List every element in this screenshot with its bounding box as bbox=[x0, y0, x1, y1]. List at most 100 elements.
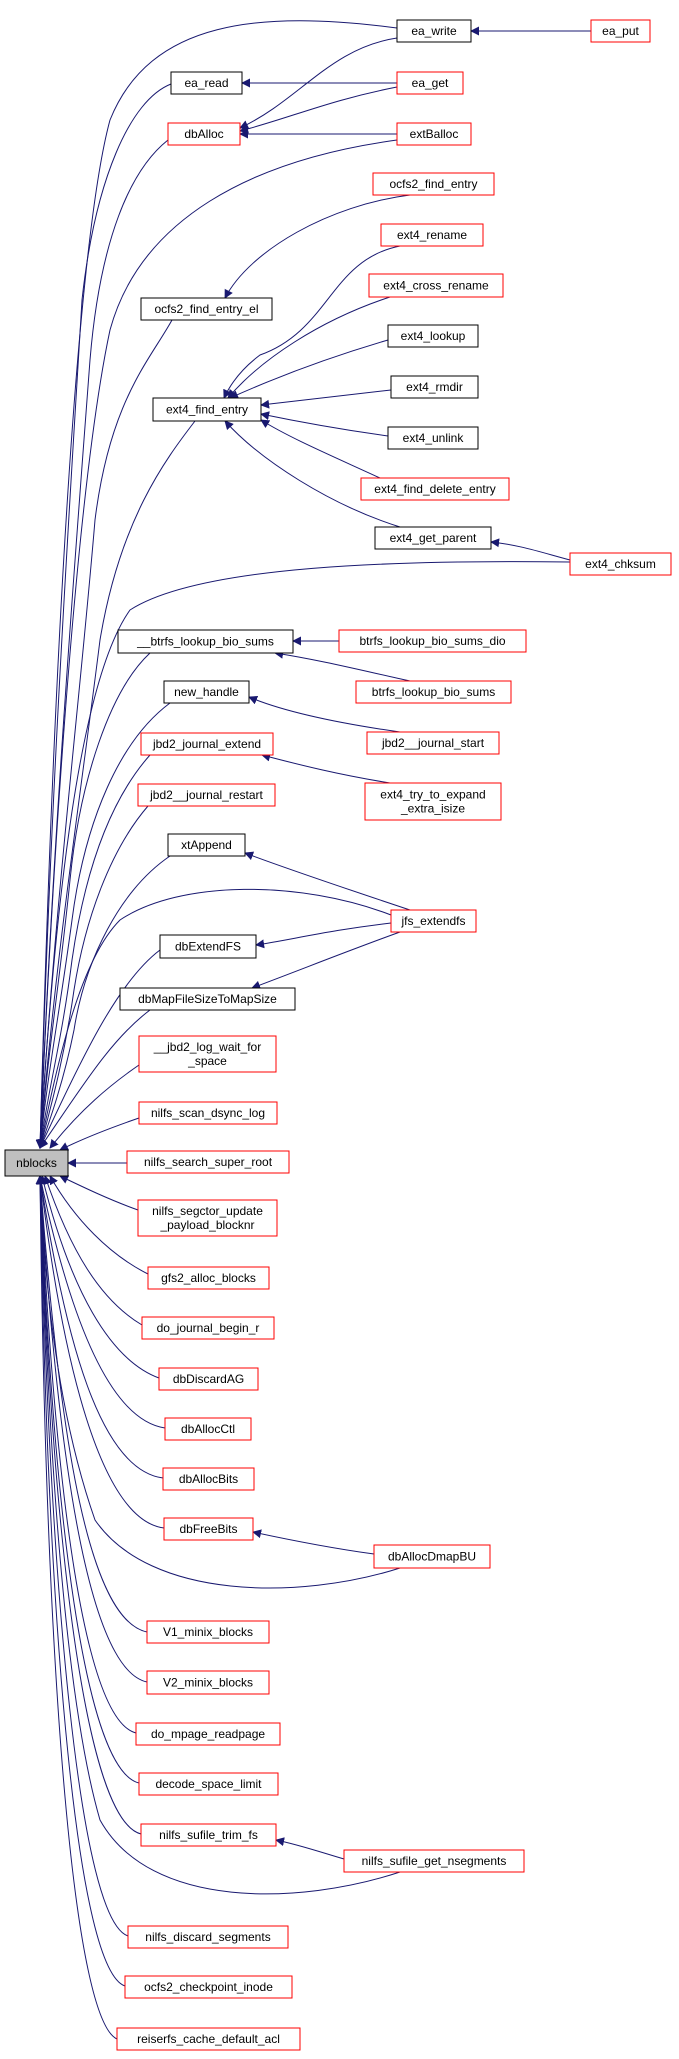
node-box bbox=[390, 909, 477, 933]
node-ext4_find_entry[interactable]: ext4_find_entry bbox=[152, 397, 262, 422]
node-ea_put[interactable]: ea_put bbox=[590, 19, 651, 43]
node-extBalloc[interactable]: extBalloc bbox=[396, 122, 472, 146]
node-jbd2_journal_extend[interactable]: jbd2_journal_extend bbox=[140, 732, 274, 756]
node-jbd2__journal_start[interactable]: jbd2__journal_start bbox=[366, 731, 500, 755]
node-box bbox=[140, 1823, 277, 1847]
node-btrfs_lookup_bio_sums_dio[interactable]: btrfs_lookup_bio_sums_dio bbox=[338, 629, 527, 653]
node-ocfs2_checkpoint_inode[interactable]: ocfs2_checkpoint_inode bbox=[124, 1975, 293, 1999]
node-nilfs_search_super_root[interactable]: nilfs_search_super_root bbox=[126, 1150, 290, 1174]
node-decode_space_limit[interactable]: decode_space_limit bbox=[138, 1772, 279, 1796]
node-dbDiscardAG[interactable]: dbDiscardAG bbox=[158, 1367, 259, 1391]
node-nilfs_sufile_trim_fs[interactable]: nilfs_sufile_trim_fs bbox=[140, 1823, 277, 1847]
node-box bbox=[170, 71, 243, 95]
node-ext4_find_delete_entry[interactable]: ext4_find_delete_entry bbox=[360, 477, 510, 501]
node-ea_get[interactable]: ea_get bbox=[396, 71, 464, 95]
edge-path bbox=[275, 1837, 345, 1860]
edge-nilfs_sufile_trim_fs-to-nblocks bbox=[35, 1175, 142, 1835]
node-nilfs_discard_segments[interactable]: nilfs_discard_segments bbox=[127, 1925, 289, 1949]
node-label: ext4_find_entry bbox=[166, 403, 248, 417]
edge-jfs_extendfs-to-dbMapFileSizeToMapSize bbox=[251, 931, 401, 990]
edge-path bbox=[260, 411, 389, 437]
node-label: __btrfs_lookup_bio_sums bbox=[136, 635, 274, 649]
node-nilfs_segctor_update_payload_blocknr[interactable]: nilfs_segctor_update_payload_blocknr bbox=[137, 1199, 278, 1237]
node-do_mpage_readpage[interactable]: do_mpage_readpage bbox=[135, 1722, 281, 1746]
node-box bbox=[396, 122, 472, 146]
node-box bbox=[140, 297, 273, 321]
node-xtAppend[interactable]: xtAppend bbox=[167, 833, 246, 857]
node-jfs_extendfs[interactable]: jfs_extendfs bbox=[390, 909, 477, 933]
node-box bbox=[373, 1544, 491, 1569]
node-ext4_chksum[interactable]: ext4_chksum bbox=[569, 552, 672, 576]
node-gfs2_alloc_blocks[interactable]: gfs2_alloc_blocks bbox=[147, 1266, 270, 1290]
node-ext4_get_parent[interactable]: ext4_get_parent bbox=[374, 526, 492, 550]
node-nilfs_sufile_get_nsegments[interactable]: nilfs_sufile_get_nsegments bbox=[343, 1849, 525, 1873]
edge-ea_write-to-nblocks bbox=[35, 20, 398, 1149]
node-label: ext4_rmdir bbox=[406, 380, 463, 394]
edge-jfs_extendfs-to-dbExtendFS bbox=[255, 922, 392, 949]
node-label: ea_read bbox=[184, 76, 228, 90]
node-dbAlloc[interactable]: dbAlloc bbox=[167, 122, 241, 146]
edge-jbd2__journal_restart-to-nblocks bbox=[37, 805, 149, 1149]
node-label: nilfs_search_super_root bbox=[144, 1155, 273, 1169]
node-V2_minix_blocks[interactable]: V2_minix_blocks bbox=[146, 1670, 270, 1695]
node-ext4_cross_rename[interactable]: ext4_cross_rename bbox=[368, 273, 504, 298]
node-jbd2__journal_restart[interactable]: jbd2__journal_restart bbox=[137, 783, 276, 807]
node-dbExtendFS[interactable]: dbExtendFS bbox=[159, 934, 257, 959]
node-dbAllocDmapBU[interactable]: dbAllocDmapBU bbox=[373, 1544, 491, 1569]
node-reiserfs_cache_default_acl[interactable]: reiserfs_cache_default_acl bbox=[116, 2027, 301, 2051]
node-box bbox=[360, 477, 510, 501]
edge-path bbox=[252, 1529, 375, 1555]
node-box bbox=[366, 731, 500, 755]
edge-ext4_find_entry-to-nblocks bbox=[36, 420, 196, 1149]
edge-jfs_extendfs-to-xtAppend bbox=[244, 851, 411, 911]
node-__jbd2_log_wait_for_space[interactable]: __jbd2_log_wait_for_space bbox=[138, 1035, 277, 1073]
edge-V2_minix_blocks-to-nblocks bbox=[36, 1175, 148, 1683]
node-box bbox=[140, 732, 274, 756]
node-dbMapFileSizeToMapSize[interactable]: dbMapFileSizeToMapSize bbox=[119, 987, 296, 1011]
node-ext4_rmdir[interactable]: ext4_rmdir bbox=[390, 375, 479, 399]
node-box bbox=[387, 426, 479, 450]
edge-path bbox=[251, 931, 401, 990]
edge-do_journal_begin_r-to-nblocks bbox=[43, 1175, 143, 1326]
node-ea_write[interactable]: ea_write bbox=[396, 19, 472, 43]
edge-path bbox=[43, 1175, 143, 1326]
node-ext4_rename[interactable]: ext4_rename bbox=[380, 223, 484, 247]
edge-nilfs_segctor_update_payload_blocknr-to-nblocks bbox=[59, 1175, 139, 1211]
edge-path bbox=[35, 1175, 137, 1734]
node-label: ext4_unlink bbox=[403, 431, 465, 445]
node-do_journal_begin_r[interactable]: do_journal_begin_r bbox=[141, 1316, 275, 1340]
node-label: ext4_lookup bbox=[401, 329, 466, 343]
node-ext4_unlink[interactable]: ext4_unlink bbox=[387, 426, 479, 450]
node-label: btrfs_lookup_bio_sums bbox=[372, 685, 495, 699]
node-dbAllocCtl[interactable]: dbAllocCtl bbox=[164, 1417, 252, 1441]
node-label: ext4_rename bbox=[397, 228, 467, 242]
node-label: dbAllocCtl bbox=[181, 1422, 235, 1436]
edge-ocfs2_find_entry-to-ocfs2_find_entry_el bbox=[224, 194, 411, 299]
node-V1_minix_blocks[interactable]: V1_minix_blocks bbox=[146, 1620, 270, 1644]
node-btrfs_lookup_bio_sums[interactable]: btrfs_lookup_bio_sums bbox=[355, 680, 512, 704]
node-dbFreeBits[interactable]: dbFreeBits bbox=[163, 1517, 254, 1541]
root-node-nblocks[interactable]: nblocks bbox=[4, 1149, 69, 1177]
node-label: new_handle bbox=[174, 685, 239, 699]
node-ocfs2_find_entry[interactable]: ocfs2_find_entry bbox=[372, 172, 495, 196]
node-ocfs2_find_entry_el[interactable]: ocfs2_find_entry_el bbox=[140, 297, 273, 321]
edge-nilfs_sufile_get_nsegments-to-nblocks bbox=[35, 1175, 401, 1895]
node-new_handle[interactable]: new_handle bbox=[163, 680, 250, 704]
node-label: nilfs_sufile_get_nsegments bbox=[362, 1854, 507, 1868]
edge-path bbox=[223, 245, 401, 399]
edge-path bbox=[37, 1175, 166, 1429]
node-dbAllocBits[interactable]: dbAllocBits bbox=[162, 1467, 255, 1491]
node-nilfs_scan_dsync_log[interactable]: nilfs_scan_dsync_log bbox=[138, 1101, 278, 1125]
edge-nilfs_sufile_get_nsegments-to-nilfs_sufile_trim_fs bbox=[275, 1837, 345, 1860]
edge-extBalloc-to-nblocks bbox=[35, 139, 398, 1149]
node-label: _payload_blocknr bbox=[159, 1218, 254, 1232]
edge-path bbox=[490, 538, 571, 561]
edge-do_mpage_readpage-to-nblocks bbox=[35, 1175, 137, 1734]
edge-path bbox=[260, 389, 392, 409]
node-ext4_lookup[interactable]: ext4_lookup bbox=[387, 324, 479, 348]
node-label: ext4_get_parent bbox=[390, 531, 477, 545]
node-ext4_try_to_expand_extra_isize[interactable]: ext4_try_to_expand_extra_isize bbox=[364, 782, 502, 821]
edge-path bbox=[255, 922, 392, 949]
node-ea_read[interactable]: ea_read bbox=[170, 71, 243, 95]
node-__btrfs_lookup_bio_sums[interactable]: __btrfs_lookup_bio_sums bbox=[117, 629, 294, 654]
